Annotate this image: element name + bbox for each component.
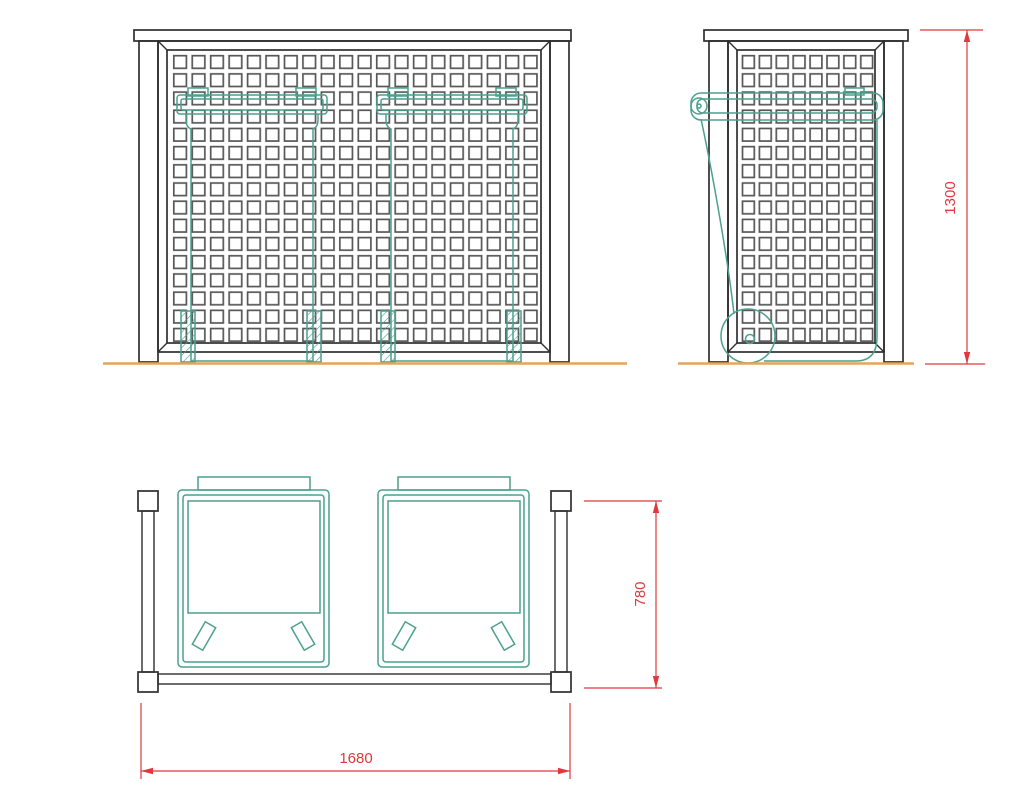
arrowhead-up-icon bbox=[963, 30, 971, 42]
dimension-width: 1680 bbox=[140, 703, 571, 779]
front-panel-inner-frame bbox=[166, 49, 542, 344]
dimension-text-height: 1300 bbox=[942, 181, 959, 214]
arrowhead-down-icon bbox=[963, 352, 971, 364]
dimension-height: 1300 bbox=[920, 29, 985, 365]
front-left-post bbox=[138, 40, 159, 363]
side-lattice-panel bbox=[740, 53, 875, 344]
side-right-post bbox=[883, 40, 904, 363]
dimension-text-depth: 780 bbox=[632, 581, 649, 606]
bin-back-and-base-edge bbox=[764, 120, 878, 362]
front-elevation-view bbox=[103, 29, 627, 365]
dimension-text-width: 1680 bbox=[339, 750, 372, 767]
plan-right-side-rail bbox=[554, 510, 568, 673]
plan-post-back-left bbox=[137, 671, 159, 693]
plan-post-front-left bbox=[137, 490, 159, 512]
side-frame bbox=[703, 29, 909, 363]
arrowhead-up-icon bbox=[652, 501, 660, 513]
front-frame bbox=[133, 29, 572, 363]
plan-post-back-right bbox=[550, 671, 572, 693]
frame-miter-joints bbox=[157, 40, 551, 353]
bin-lid-hinge-notch bbox=[844, 87, 865, 96]
plan-post-front-right bbox=[550, 490, 572, 512]
plan-view bbox=[137, 476, 572, 693]
front-lattice-panel bbox=[171, 53, 540, 344]
plan-bin-left bbox=[177, 476, 330, 668]
side-left-post bbox=[708, 40, 729, 363]
side-elevation-view bbox=[678, 29, 914, 365]
arrowhead-left-icon bbox=[141, 767, 153, 775]
plan-frame bbox=[137, 490, 572, 693]
arrowhead-right-icon bbox=[558, 767, 570, 775]
arrowhead-down-icon bbox=[652, 676, 660, 688]
plan-back-screen-rail bbox=[157, 673, 552, 685]
bin-front-edge bbox=[700, 118, 735, 315]
side-panel-inner-frame bbox=[736, 49, 876, 344]
dimension-depth: 780 bbox=[584, 500, 662, 689]
side-top-cap-rail bbox=[703, 29, 909, 42]
bin-wheel-hub bbox=[744, 333, 756, 345]
side-bin-profile bbox=[690, 87, 884, 364]
frame-miter-joints bbox=[727, 40, 885, 353]
front-right-post bbox=[549, 40, 570, 363]
bin-handle-pivot bbox=[690, 97, 708, 115]
front-top-cap-rail bbox=[133, 29, 572, 42]
plan-left-side-rail bbox=[141, 510, 155, 673]
plan-bin-right bbox=[377, 476, 530, 668]
bin-handle-pivot-pin bbox=[696, 103, 702, 109]
